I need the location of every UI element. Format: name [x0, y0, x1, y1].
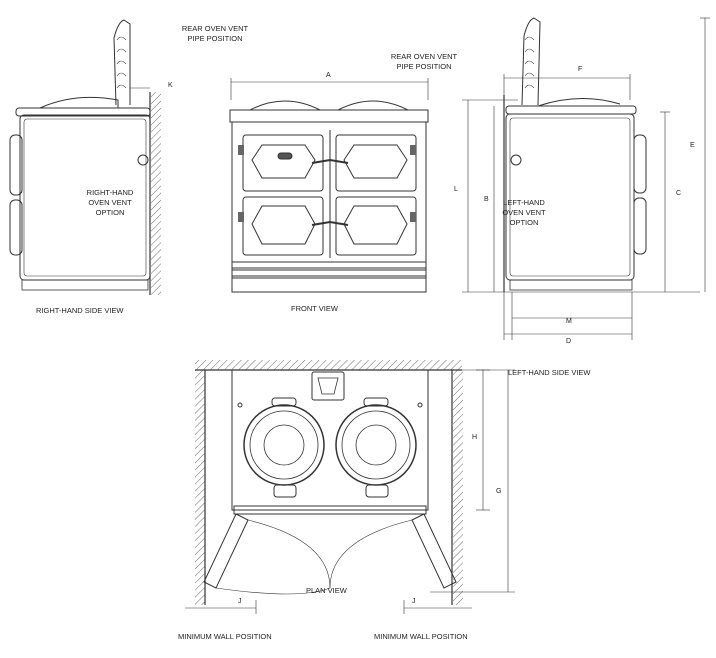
dim-a: A	[326, 72, 331, 79]
dim-j-left: J	[238, 598, 242, 605]
minimum-wall-position-left: MINIMUM WALL POSITION	[178, 632, 272, 641]
dim-k: K	[168, 82, 173, 89]
dim-g: G	[496, 488, 502, 495]
right-hand-side-view	[9, 19, 161, 295]
plan-view	[185, 360, 515, 614]
dim-e: E	[690, 142, 695, 149]
lh-option-line1: LEFT-HAND	[503, 198, 545, 207]
minimum-wall-position-right: MINIMUM WALL POSITION	[374, 632, 468, 641]
dim-l: L	[454, 186, 458, 193]
dim-d: D	[566, 338, 572, 345]
dim-m: M	[566, 318, 572, 325]
rh-option-line2: OVEN VENT	[88, 198, 132, 207]
lh-option-line3: OPTION	[509, 218, 539, 227]
front-view-caption: FRONT VIEW	[291, 304, 338, 313]
rh-option-line1: RIGHT-HAND	[86, 188, 134, 197]
rear-vent-label-right: REAR OVEN VENT PIPE POSITION	[384, 52, 464, 72]
plan-view-caption: PLAN VIEW	[306, 586, 347, 595]
rear-vent-label-left-line1: REAR OVEN VENT	[181, 24, 249, 33]
left-hand-side-view-caption: LEFT-HAND SIDE VIEW	[508, 368, 591, 377]
right-hand-oven-vent-option: RIGHT-HAND OVEN VENT OPTION	[70, 188, 150, 218]
dim-c: C	[676, 190, 682, 197]
rh-option-line3: OPTION	[95, 208, 125, 217]
left-hand-oven-vent-option: LEFT-HAND OVEN VENT OPTION	[484, 198, 564, 228]
rear-vent-label-right-line2: PIPE POSITION	[396, 62, 452, 71]
dim-b: B	[484, 196, 489, 203]
dim-h: H	[472, 434, 478, 441]
lh-option-line2: OVEN VENT	[502, 208, 546, 217]
rear-vent-label-left-line2: PIPE POSITION	[187, 34, 243, 43]
front-view	[229, 78, 429, 293]
rear-vent-label-left: REAR OVEN VENT PIPE POSITION	[175, 24, 255, 44]
right-hand-side-view-caption: RIGHT-HAND SIDE VIEW	[36, 306, 124, 315]
left-hand-side-view	[462, 17, 710, 340]
dim-j-right: J	[412, 598, 416, 605]
rear-vent-label-right-line1: REAR OVEN VENT	[390, 52, 458, 61]
dim-f: F	[578, 66, 583, 73]
